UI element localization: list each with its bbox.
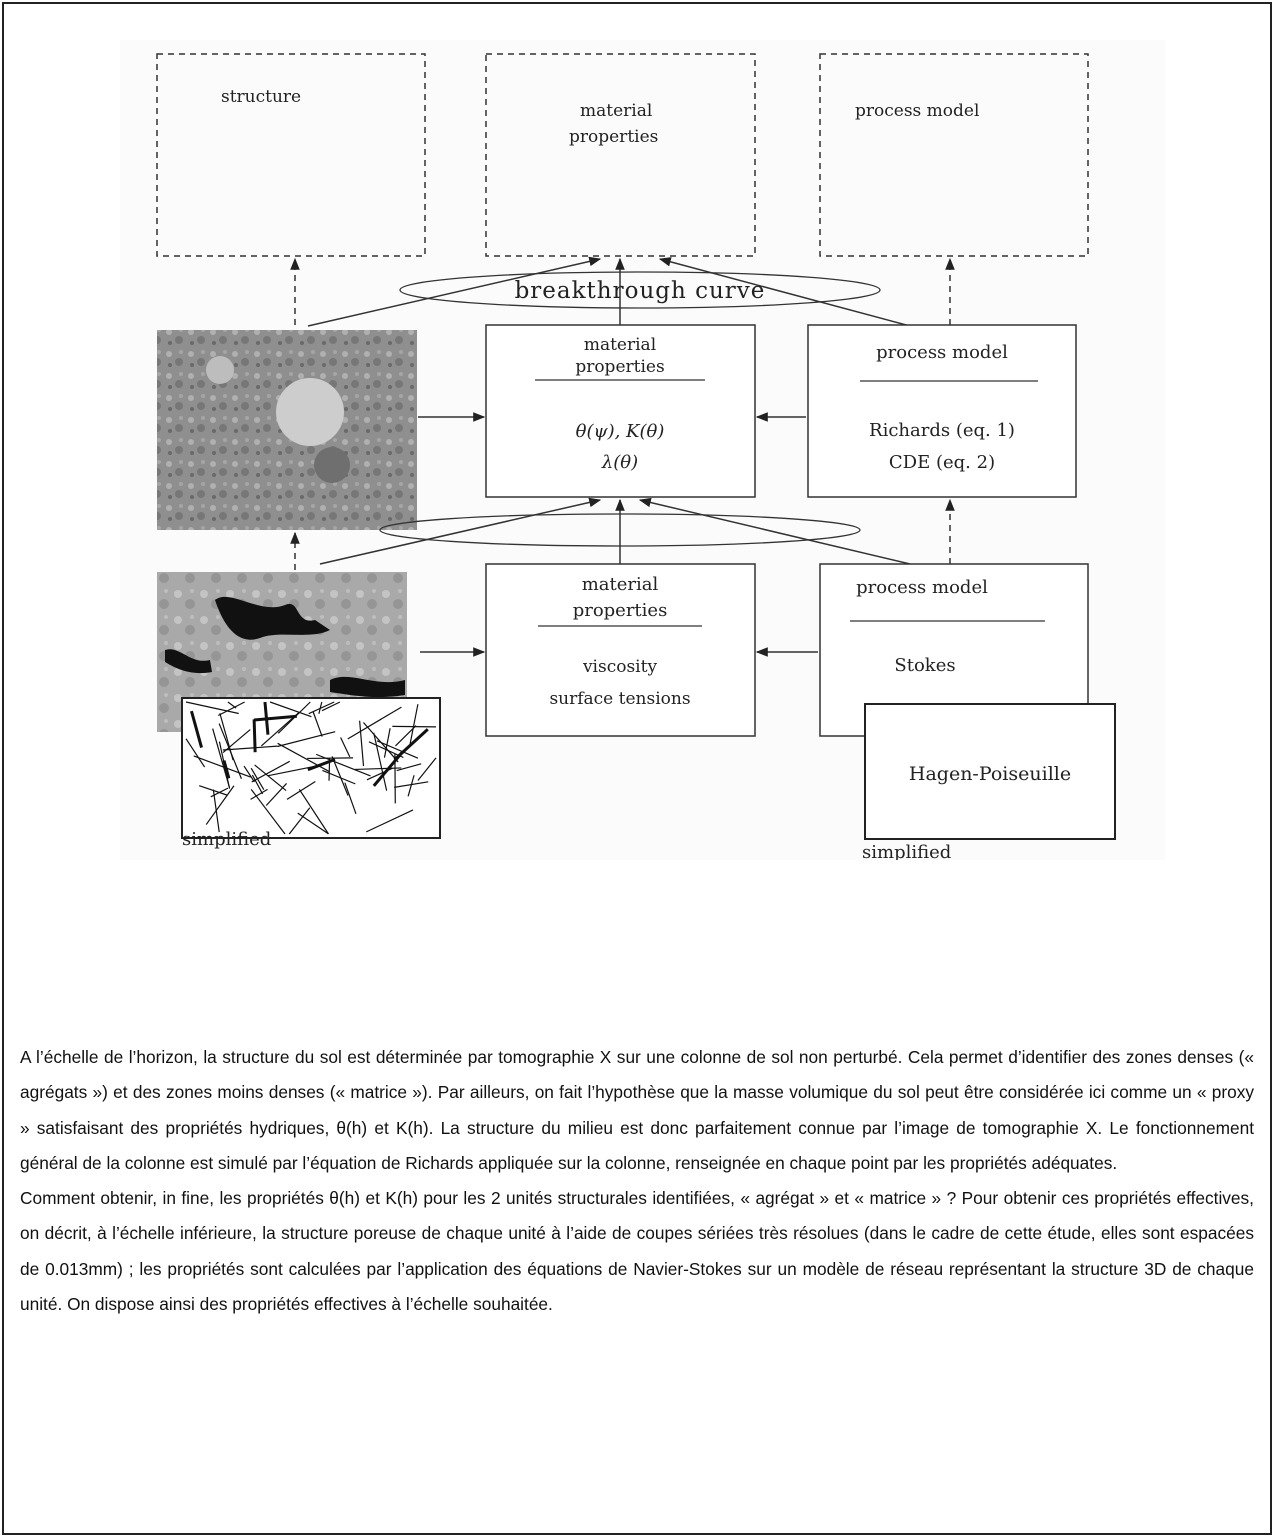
structure-box bbox=[156, 53, 426, 257]
simplified-left: simplified bbox=[182, 829, 271, 850]
mid-material-eq2: λ(θ) bbox=[601, 452, 638, 473]
body-text: A l’échelle de l’horizon, la structure d… bbox=[20, 1040, 1254, 1322]
paragraph-1: A l’échelle de l’horizon, la structure d… bbox=[20, 1047, 1254, 1173]
breakthrough-ellipse bbox=[399, 271, 881, 309]
bottom-process-title: process model bbox=[856, 577, 988, 598]
bottom-material-title-2: properties bbox=[573, 600, 668, 621]
paragraph-2: Comment obtenir, in fine, les propriétés… bbox=[20, 1188, 1254, 1315]
hagen-poiseuille-label: Hagen-Poiseuille bbox=[909, 763, 1071, 785]
top-process-label: process model bbox=[855, 101, 979, 121]
mid-process-title: process model bbox=[876, 342, 1008, 363]
bottom-material-box bbox=[485, 563, 756, 737]
mid-material-eq1: θ(ψ), K(θ) bbox=[576, 421, 665, 442]
top-material-box bbox=[485, 53, 756, 257]
arrow-lowimg-to-mid bbox=[319, 497, 602, 565]
model-diagram: structure material properties process mo… bbox=[120, 40, 1165, 863]
structure-label: structure bbox=[221, 87, 301, 107]
mid-process-l2: CDE (eq. 2) bbox=[889, 452, 995, 473]
top-process-box bbox=[819, 53, 1089, 257]
arrow-lowproc-to-mid bbox=[638, 497, 911, 565]
bottom-material-l2: surface tensions bbox=[549, 689, 690, 709]
mid-process-l1: Richards (eq. 1) bbox=[869, 420, 1015, 441]
bottom-material-l1: viscosity bbox=[582, 657, 658, 677]
top-material-label-1: material bbox=[580, 101, 652, 121]
mid-material-title-2: properties bbox=[575, 357, 664, 377]
mid-process-box bbox=[807, 324, 1077, 498]
arrow-img-to-top bbox=[307, 256, 602, 327]
top-material-label-2: properties bbox=[569, 127, 658, 147]
arrow-proc-to-top bbox=[658, 257, 911, 327]
bottom-material-title-1: material bbox=[582, 574, 659, 595]
mid-material-box bbox=[485, 324, 756, 498]
mid-material-title-1: material bbox=[584, 335, 656, 355]
pore-network-sketch bbox=[181, 697, 441, 839]
hagen-poiseuille-box bbox=[864, 703, 1116, 840]
simplified-right: simplified bbox=[862, 842, 951, 860]
bottom-process-l1: Stokes bbox=[894, 655, 955, 676]
breakthrough-label: breakthrough curve bbox=[515, 278, 766, 304]
